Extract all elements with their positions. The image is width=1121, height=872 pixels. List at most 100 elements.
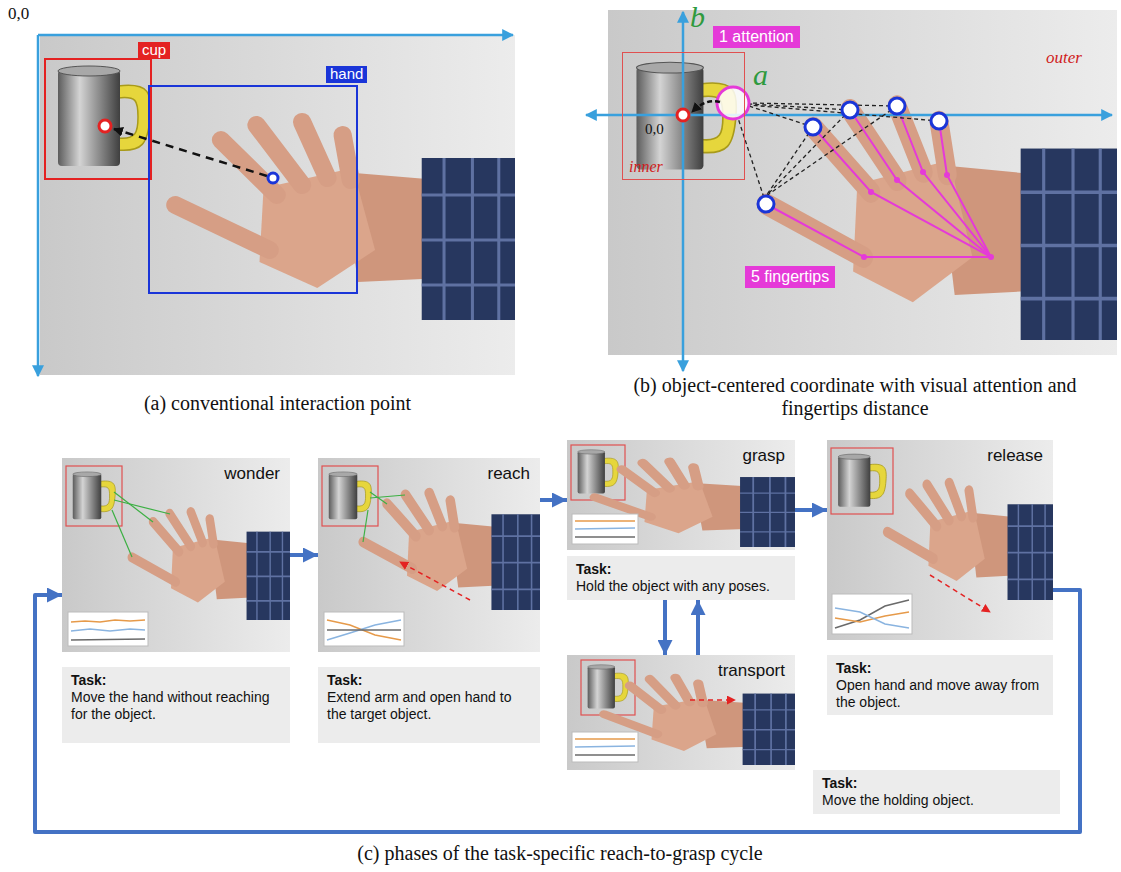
task-text: Move the holding object. <box>822 792 1051 809</box>
task-box: Task:Open hand and move away from the ob… <box>827 655 1053 715</box>
task-text: Extend arm and open hand to the target o… <box>327 689 531 723</box>
phase-photo <box>370 495 405 498</box>
phase-photo <box>575 528 635 529</box>
flow-arrow <box>540 498 567 502</box>
hand-skeleton <box>766 204 991 257</box>
x-axis <box>586 114 683 117</box>
skeleton-joint <box>861 169 994 260</box>
hand-skeleton <box>813 127 991 257</box>
phase-photo <box>567 440 795 550</box>
hand-skeleton <box>766 106 991 257</box>
phase-photo <box>324 612 404 646</box>
phase-photo <box>588 665 629 709</box>
fingertip-distance <box>749 103 897 106</box>
skeleton-joint <box>920 169 926 175</box>
object-origin <box>677 109 689 121</box>
inner-region: inner <box>622 52 745 180</box>
sub-caption: (b) object-centered coordinate with visu… <box>615 374 1095 420</box>
phase-photo <box>327 629 401 631</box>
object-tag: cup <box>138 42 170 59</box>
phase-photo <box>114 500 170 514</box>
fingertip-tag: 5 fingertips <box>745 266 835 288</box>
fingertip-distance <box>738 103 939 204</box>
origin-label: 0,0 <box>645 121 664 138</box>
skeleton-joint <box>868 189 874 195</box>
phase-photo <box>567 440 795 550</box>
fingertip-marker <box>842 102 858 118</box>
fingertip-marker <box>931 113 947 129</box>
phase-photo <box>318 458 540 652</box>
cup-picture <box>58 66 151 166</box>
phase-photo <box>827 440 1053 640</box>
skeleton-joint <box>861 254 867 260</box>
fingertip-distance <box>766 106 897 196</box>
fingertip-marker <box>805 119 821 135</box>
phase-photo <box>329 472 372 519</box>
phase-photo <box>66 466 122 526</box>
object-box: cup <box>44 58 152 180</box>
task-heading: Task: <box>822 775 1051 792</box>
phase-photo <box>112 510 132 557</box>
phase-frame: graspTask:Hold the object with any poses… <box>567 440 795 600</box>
phase-photo <box>572 514 638 544</box>
flow-arrow <box>795 508 827 512</box>
attention-arrow <box>692 101 720 112</box>
phase-photo <box>930 575 990 612</box>
hand-box: hand <box>148 85 358 294</box>
phase-photo <box>327 620 401 640</box>
phase-photo <box>567 655 795 770</box>
phase-photo <box>832 594 912 634</box>
phase-photo <box>62 458 290 652</box>
phase-photo <box>575 754 635 756</box>
fingertip-marker <box>758 98 947 212</box>
phase-photo <box>68 612 148 646</box>
phase-photo <box>71 620 145 622</box>
fingertip-distance <box>766 110 850 196</box>
attention-tag: 1 attention <box>713 26 800 48</box>
phase-photo <box>73 472 116 519</box>
origin-label: 0,0 <box>8 4 29 24</box>
phase-photo <box>112 492 170 557</box>
phase-photo <box>575 746 635 747</box>
phase-photo <box>831 448 893 514</box>
task-text: Open hand and move away from the object. <box>836 677 1044 711</box>
task-heading: Task: <box>327 672 531 689</box>
phase-photo <box>322 466 378 526</box>
task-box: Task:Hold the object with any poses. <box>567 556 795 600</box>
tag-text: 1 attention <box>719 27 794 46</box>
axis-name: a <box>753 58 768 92</box>
task-text: Hold the object with any poses. <box>576 578 786 595</box>
task-text: Move the hand without reaching for the o… <box>71 689 281 723</box>
sub-caption: (a) conventional interaction point <box>40 392 515 415</box>
flow-arrow <box>35 590 1080 832</box>
fingertip-distance <box>766 127 813 196</box>
phase-photo <box>575 536 635 538</box>
phase-photo <box>71 629 145 631</box>
phase-photo <box>318 458 540 652</box>
y-axis <box>682 12 685 115</box>
task-heading: Task: <box>576 561 786 578</box>
photo-b <box>586 10 1117 371</box>
task-box: Task:Extend arm and open hand to the tar… <box>318 667 540 743</box>
phase-frame: reach <box>318 458 540 652</box>
skeleton-joint <box>988 254 994 260</box>
hand-picture <box>766 106 1117 340</box>
y-axis <box>682 115 685 371</box>
flow-arrow <box>696 600 700 655</box>
phase-photo <box>363 510 368 542</box>
phase-photo <box>327 620 401 640</box>
task-box: Task:Move the holding object. <box>813 770 1060 814</box>
hand-skeleton <box>939 121 991 257</box>
phase-frame: wonder <box>62 458 290 652</box>
phase-photo <box>827 440 1053 640</box>
phase-name: wonder <box>224 464 280 484</box>
phase-photo <box>132 512 290 620</box>
task-heading: Task: <box>71 672 281 689</box>
phase-name: grasp <box>742 446 785 466</box>
phase-name: release <box>987 446 1043 466</box>
hand-tag: hand <box>326 66 367 83</box>
sub-caption: (c) phases of the task-specific reach-to… <box>60 842 1060 865</box>
hand-center <box>268 173 278 183</box>
phase-photo <box>575 520 635 522</box>
